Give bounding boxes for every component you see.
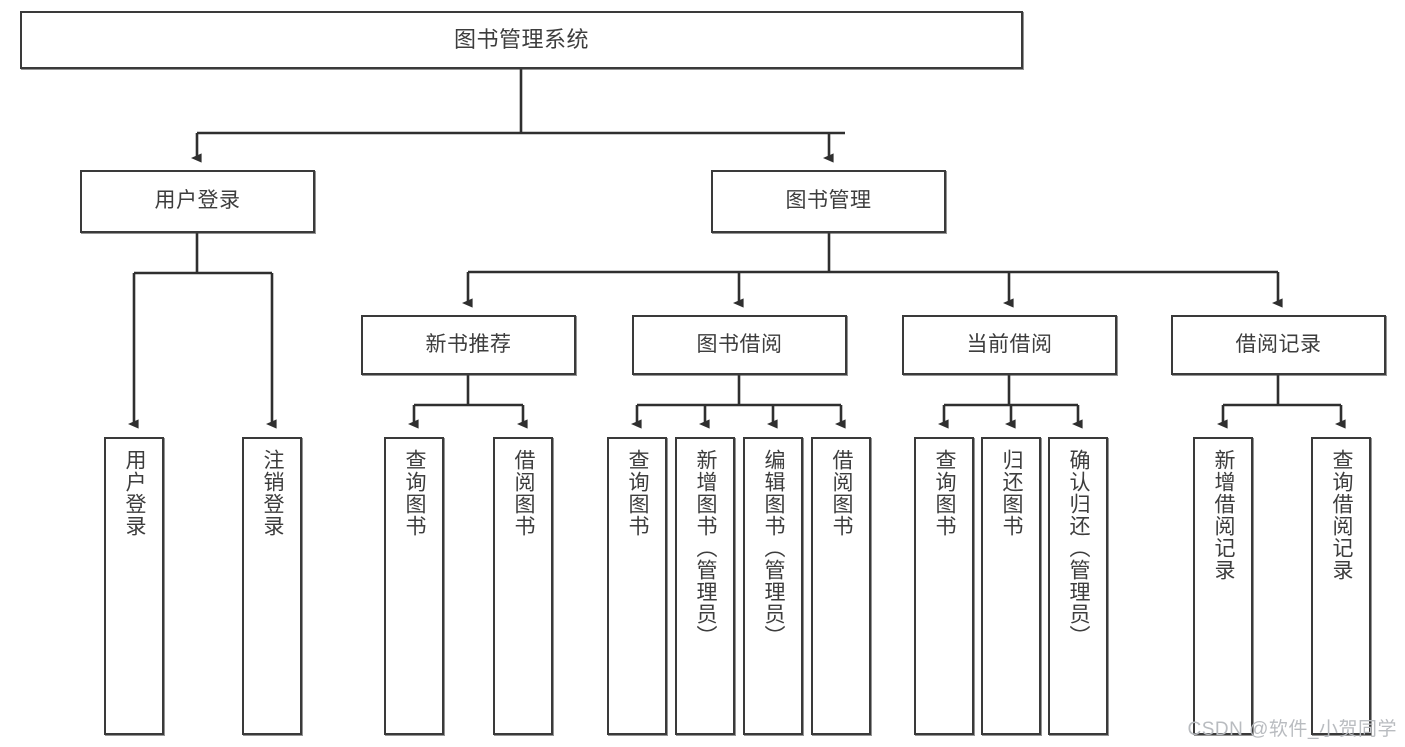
node-leaf-logout[interactable]: 注销登录 — [242, 437, 302, 735]
node-label: 编辑图书（管理员） — [762, 449, 786, 647]
node-leaf-query-book-rec[interactable]: 查询图书 — [384, 437, 444, 735]
node-leaf-edit-book-admin[interactable]: 编辑图书（管理员） — [743, 437, 803, 735]
node-leaf-return-book[interactable]: 归还图书 — [981, 437, 1041, 735]
node-leaf-query-borrow-record[interactable]: 查询借阅记录 — [1311, 437, 1371, 735]
node-label: 借阅图书 — [512, 449, 536, 537]
node-label: 注销登录 — [261, 449, 285, 537]
node-label: 图书借阅 — [696, 332, 783, 356]
node-label: 查询图书 — [933, 449, 957, 537]
node-new-book-recommend[interactable]: 新书推荐 — [361, 315, 576, 375]
node-label: 图书管理 — [785, 189, 872, 213]
node-label: 用户登录 — [123, 449, 147, 537]
node-leaf-query-book-borrow[interactable]: 查询图书 — [607, 437, 667, 735]
node-leaf-borrow-book[interactable]: 借阅图书 — [811, 437, 871, 735]
node-root-system[interactable]: 图书管理系统 — [20, 11, 1023, 69]
node-leaf-query-book-current[interactable]: 查询图书 — [914, 437, 974, 735]
node-leaf-confirm-return-admin[interactable]: 确认归还（管理员） — [1048, 437, 1108, 735]
node-current-borrow[interactable]: 当前借阅 — [902, 315, 1117, 375]
csdn-watermark: CSDN @软件_小贺同学 — [1187, 719, 1397, 740]
node-label: 新增图书（管理员） — [694, 449, 718, 647]
node-leaf-add-book-admin[interactable]: 新增图书（管理员） — [675, 437, 735, 735]
node-borrow-record[interactable]: 借阅记录 — [1171, 315, 1386, 375]
node-leaf-add-borrow-record[interactable]: 新增借阅记录 — [1193, 437, 1253, 735]
node-label: 借阅图书 — [830, 449, 854, 537]
node-user-login[interactable]: 用户登录 — [80, 170, 315, 233]
node-label: 查询图书 — [626, 449, 650, 537]
node-leaf-user-login[interactable]: 用户登录 — [104, 437, 164, 735]
node-label: 用户登录 — [154, 189, 241, 213]
node-label: 查询图书 — [403, 449, 427, 537]
node-label: 查询借阅记录 — [1330, 449, 1354, 581]
node-label: 新增借阅记录 — [1212, 449, 1236, 581]
node-book-borrow[interactable]: 图书借阅 — [632, 315, 847, 375]
node-label: 当前借阅 — [966, 332, 1053, 356]
node-label: 新书推荐 — [425, 332, 512, 356]
node-book-manage[interactable]: 图书管理 — [711, 170, 946, 233]
node-label: 图书管理系统 — [453, 27, 589, 53]
node-label: 归还图书 — [1000, 449, 1024, 537]
node-leaf-borrow-book-rec[interactable]: 借阅图书 — [493, 437, 553, 735]
node-label: 确认归还（管理员） — [1067, 449, 1091, 647]
node-label: 借阅记录 — [1235, 332, 1322, 356]
